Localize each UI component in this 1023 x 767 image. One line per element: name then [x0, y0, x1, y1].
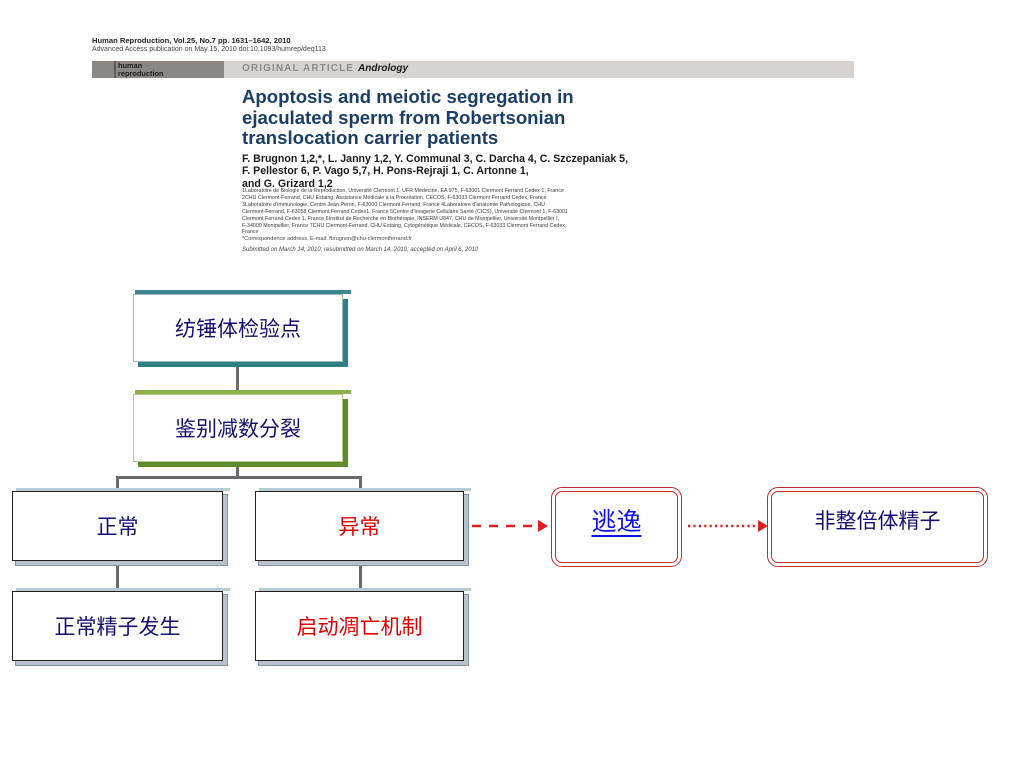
title-line: translocation carrier patients	[242, 127, 499, 148]
title-line: Apoptosis and meiotic segregation in	[242, 86, 574, 107]
box-cap	[259, 488, 471, 491]
spindle-checkpoint-box: 纺锤体检验点	[133, 294, 343, 362]
author-list: F. Brugnon 1,2,*, L. Janny 1,2, Y. Commu…	[242, 153, 862, 190]
connector-right-drop	[359, 476, 362, 490]
connector-right-bottom	[359, 566, 362, 591]
aneuploid-sperm-label: 非整倍体精子	[814, 509, 941, 533]
box-cap	[259, 588, 471, 591]
box-cap	[135, 290, 351, 294]
escape-box: 逃逸	[551, 487, 682, 567]
spindle-checkpoint-label: 纺锤体检验点	[175, 317, 301, 341]
paper-header-image: Human Reproduction, Vol.25, No.7 pp. 163…	[92, 36, 855, 253]
connector-left-drop	[116, 476, 119, 490]
access-publication-line: Advanced Access publication on May 15, 2…	[92, 46, 326, 53]
affiliation-line: 3Laboratoire d'immunologie, Centre Jean …	[242, 201, 545, 208]
escape-label: 逃逸	[591, 507, 642, 536]
identify-meiosis-label: 鉴别减数分裂	[175, 417, 301, 441]
journal-logo-line-2: reproduction	[118, 68, 164, 78]
author-line: F. Pellestor 6, P. Vago 5,7, H. Pons-Rej…	[242, 165, 529, 178]
abnormal-box: 异常	[255, 491, 464, 561]
affiliations: 1Laboratoire de Biologie de la Reproduct…	[242, 188, 857, 236]
dotted-arrow-to-aneuploid	[688, 520, 768, 532]
journal-logo: human reproduction	[92, 61, 224, 78]
identify-meiosis-box: 鉴别减数分裂	[133, 394, 343, 462]
box-cap	[16, 488, 230, 491]
box-cap	[135, 390, 351, 394]
logo-stripe	[114, 61, 116, 78]
abnormal-label: 异常	[338, 515, 381, 539]
title-line: ejaculated sperm from Robertsonian	[242, 106, 566, 128]
journal-citation: Human Reproduction, Vol.25, No.7 pp. 163…	[92, 36, 291, 45]
affiliation-line: F-34000 Montpellier, France 7CHU Clermon…	[242, 222, 567, 229]
box-cap	[16, 588, 230, 591]
affiliation-line: 1Laboratoire de Biologie de la Reproduct…	[242, 188, 564, 194]
aneuploid-sperm-box: 非整倍体精子	[767, 487, 988, 567]
normal-spermatogenesis-box: 正常精子发生	[12, 591, 223, 661]
affiliation-line: Clermont Ferrand Cedex 1, France 6Instit…	[242, 215, 560, 222]
article-section: Andrology	[358, 63, 409, 74]
connector-horizontal	[116, 476, 362, 479]
apoptosis-mechanism-label: 启动凋亡机制	[296, 615, 423, 639]
submission-dates: Submitted on March 14, 2010; resubmitted…	[242, 247, 479, 253]
correspondence-address: *Correspondence address. E-mail: fbrugno…	[242, 236, 412, 242]
normal-label: 正常	[96, 515, 139, 539]
author-line: and G. Grizard 1,2	[242, 177, 333, 190]
connector-mid	[236, 462, 239, 478]
dashed-arrow-to-escape	[472, 520, 548, 532]
normal-box: 正常	[12, 491, 223, 561]
article-type: ORIGINAL ARTICLE	[242, 63, 355, 74]
affiliation-line: Clermont-Ferrand, F-63058 Clermont Ferra…	[242, 208, 569, 215]
paper-title: Apoptosis and meiotic segregation in eja…	[242, 86, 852, 149]
apoptosis-mechanism-box: 启动凋亡机制	[255, 591, 464, 661]
connector-left-bottom	[116, 566, 119, 591]
author-line: F. Brugnon 1,2,*, L. Janny 1,2, Y. Commu…	[242, 153, 629, 165]
affiliation-line: France	[242, 229, 259, 236]
affiliation-line: 2CHU Clermont-Ferrand, CHU Estaing, Assi…	[242, 194, 547, 201]
journal-logo-line-1: human	[118, 61, 143, 70]
connector-top	[236, 362, 239, 394]
normal-spermatogenesis-label: 正常精子发生	[54, 615, 181, 639]
